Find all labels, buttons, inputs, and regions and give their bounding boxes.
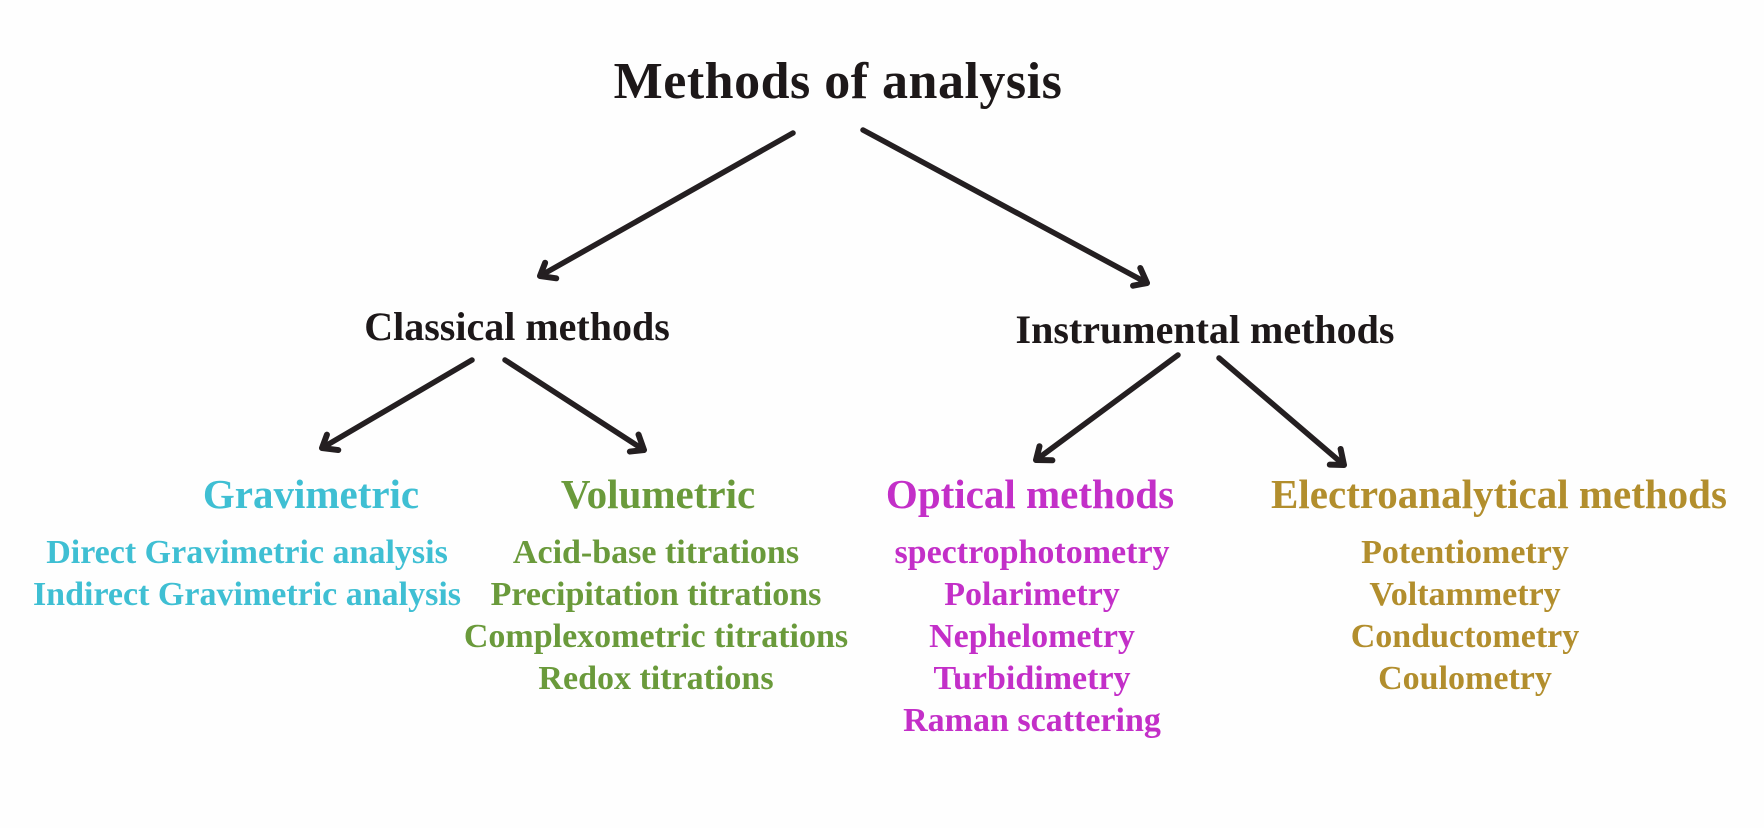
- electroanalytical-methods-items: Potentiometry Voltammetry Conductometry …: [1351, 532, 1580, 700]
- list-item: Redox titrations: [538, 660, 774, 697]
- arrow-classical-to-gravimetric: [319, 357, 475, 454]
- classical-methods-node: Classical methods: [364, 304, 670, 349]
- arrow-root-to-instrumental: [860, 127, 1150, 289]
- list-item: Indirect Gravimetric analysis: [32, 576, 462, 613]
- list-item: Precipitation titrations: [490, 576, 822, 613]
- list-item: Voltammetry: [1369, 576, 1561, 613]
- list-item: Potentiometry: [1361, 534, 1569, 571]
- arrow-instrumental-to-electroanalytical: [1216, 355, 1347, 468]
- list-item: Polarimetry: [944, 576, 1120, 613]
- root-node-label: Methods of analysis: [613, 53, 1063, 110]
- volumetric-header: Volumetric: [560, 471, 756, 517]
- list-item: Nephelometry: [929, 618, 1135, 655]
- arrow-root-to-classical: [537, 130, 796, 282]
- list-item: spectrophotometry: [894, 534, 1170, 571]
- optical-methods-items: spectrophotometry Polarimetry Nephelomet…: [894, 532, 1169, 742]
- optical-methods-header: Optical methods: [885, 471, 1175, 517]
- list-item: Turbidimetry: [933, 660, 1131, 697]
- list-item: Complexometric titrations: [463, 618, 849, 655]
- gravimetric-header: Gravimetric: [202, 471, 420, 517]
- list-item: Acid-base titrations: [512, 534, 800, 571]
- arrow-instrumental-to-optical: [1033, 352, 1181, 464]
- list-item: Direct Gravimetric analysis: [46, 534, 448, 571]
- instrumental-methods-node: Instrumental methods: [1015, 307, 1395, 352]
- gravimetric-items: Direct Gravimetric analysis Indirect Gra…: [33, 532, 461, 616]
- volumetric-items: Acid-base titrations Precipitation titra…: [464, 532, 848, 700]
- arrow-classical-to-volumetric: [502, 357, 647, 455]
- electroanalytical-methods-header: Electroanalytical methods: [1271, 471, 1727, 517]
- list-item: Coulometry: [1378, 660, 1552, 697]
- list-item: Conductometry: [1350, 618, 1580, 655]
- list-item: Raman scattering: [903, 702, 1161, 739]
